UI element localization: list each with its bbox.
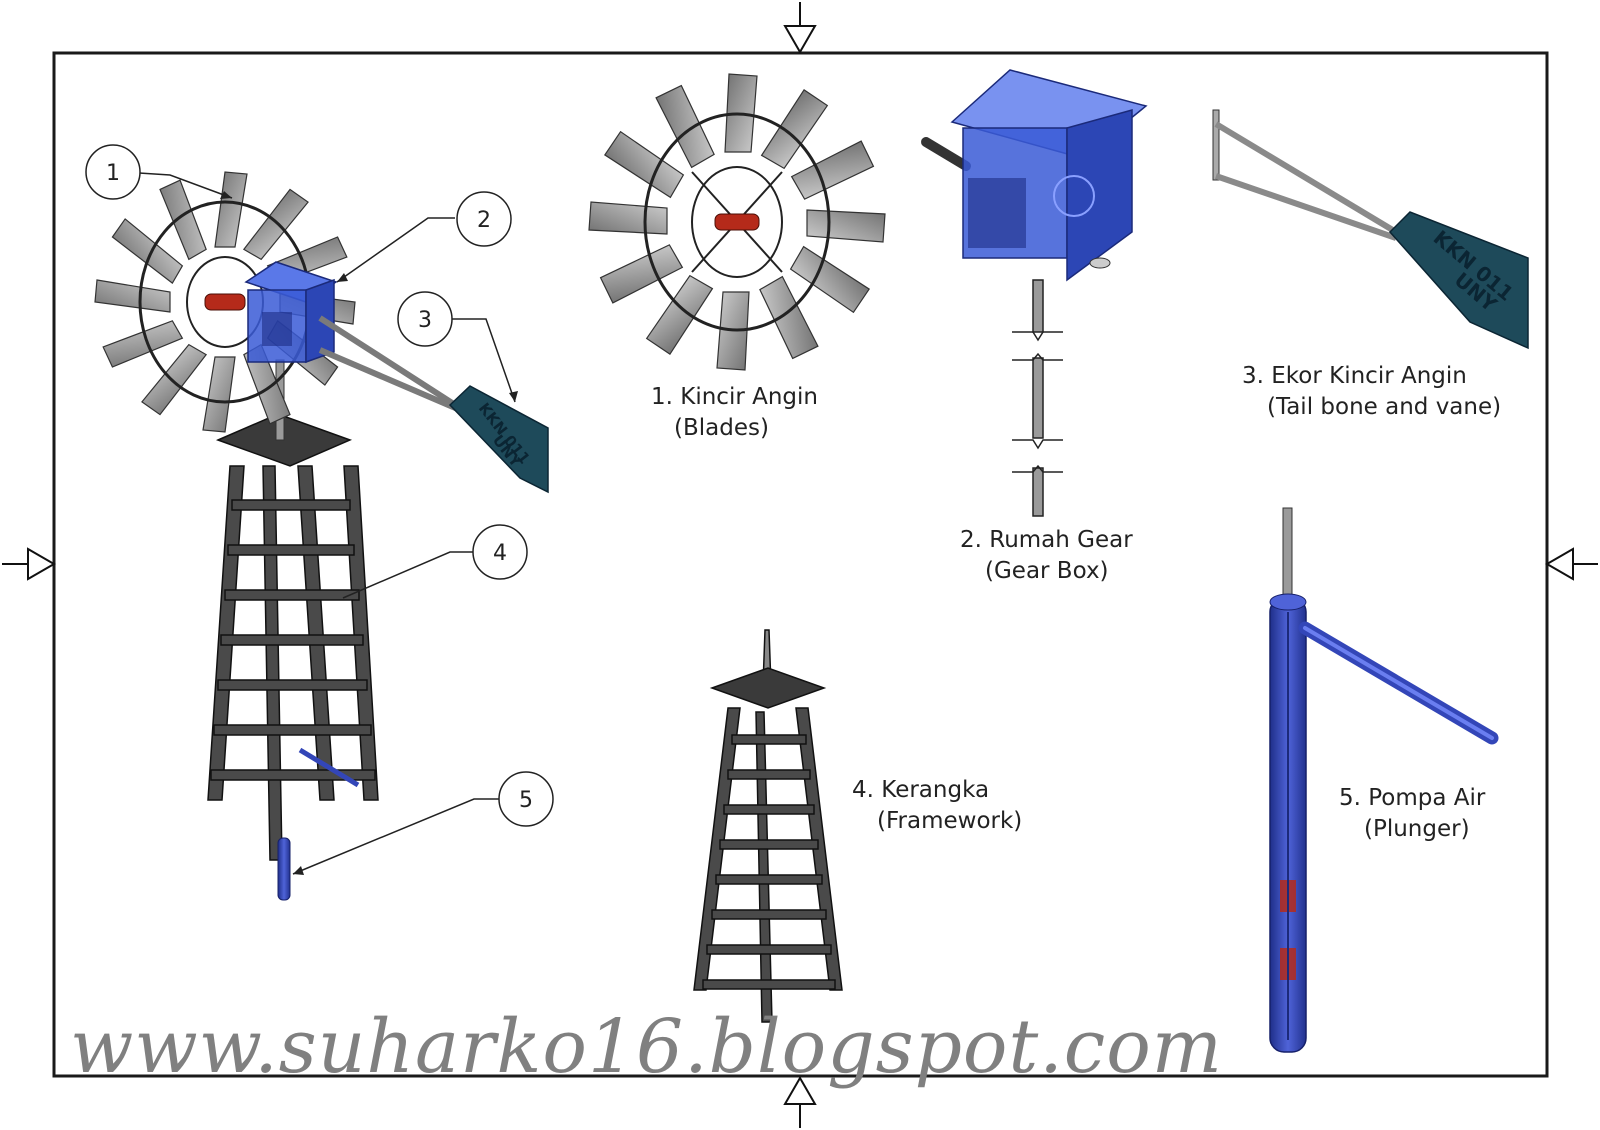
assembled-rotor (94, 171, 356, 433)
pump-label-english: (Plunger) (1364, 816, 1470, 842)
tail-label-english: (Tail bone and vane) (1267, 394, 1501, 420)
gearbox-label: 2. Rumah Gear (960, 527, 1133, 553)
framework-label: 4. Kerangka (852, 777, 989, 803)
assembled-tower (207, 413, 379, 861)
callout-2: 2 (456, 191, 512, 247)
assembled-tail: KKN 011 UNY (318, 315, 549, 494)
centering-mark-bottom (783, 1075, 817, 1128)
callout-4-number: 4 (493, 541, 507, 566)
tower-rungs (210, 499, 376, 781)
callout-3-number: 3 (418, 308, 432, 333)
part-framework (693, 629, 843, 1023)
assembled-gearbox (244, 261, 338, 364)
callout-4: 4 (472, 524, 528, 580)
part-blades: 1. Kincir Angin (Blades) (588, 73, 886, 441)
part-gearbox: 2. Rumah Gear (Gear Box) (921, 69, 1148, 584)
blades-label-english: (Blades) (674, 415, 769, 441)
blades-label: 1. Kincir Angin (651, 384, 818, 410)
callout-3: 3 (397, 291, 453, 347)
callout-5: 5 (498, 771, 554, 827)
framework-label-english: (Framework) (877, 808, 1022, 834)
callout-5-number: 5 (519, 788, 533, 813)
assembled-windmill: KKN 011 UNY 1 2 3 (85, 144, 554, 901)
part-pump: 5. Pompa Air (Plunger) (1269, 507, 1499, 1053)
pump-label: 5. Pompa Air (1339, 785, 1486, 811)
tail-label: 3. Ekor Kincir Angin (1242, 363, 1467, 389)
assembled-pump-pipe (277, 837, 291, 901)
centering-mark-left (2, 547, 57, 581)
part-tail: KKN 011 UNY 3. Ekor Kincir Angin (Tail b… (1212, 109, 1529, 420)
centering-mark-top (783, 2, 817, 55)
watermark-url: www.suharko16.blogspot.com (70, 1004, 1223, 1090)
callout-leaders (138, 172, 516, 875)
callout-1-number: 1 (106, 161, 120, 186)
callout-1: 1 (85, 144, 141, 200)
callout-2-number: 2 (477, 208, 491, 233)
centering-mark-right (1544, 547, 1598, 581)
gearbox-label-english: (Gear Box) (985, 558, 1109, 584)
gearbox-shaft-break (1012, 279, 1063, 517)
